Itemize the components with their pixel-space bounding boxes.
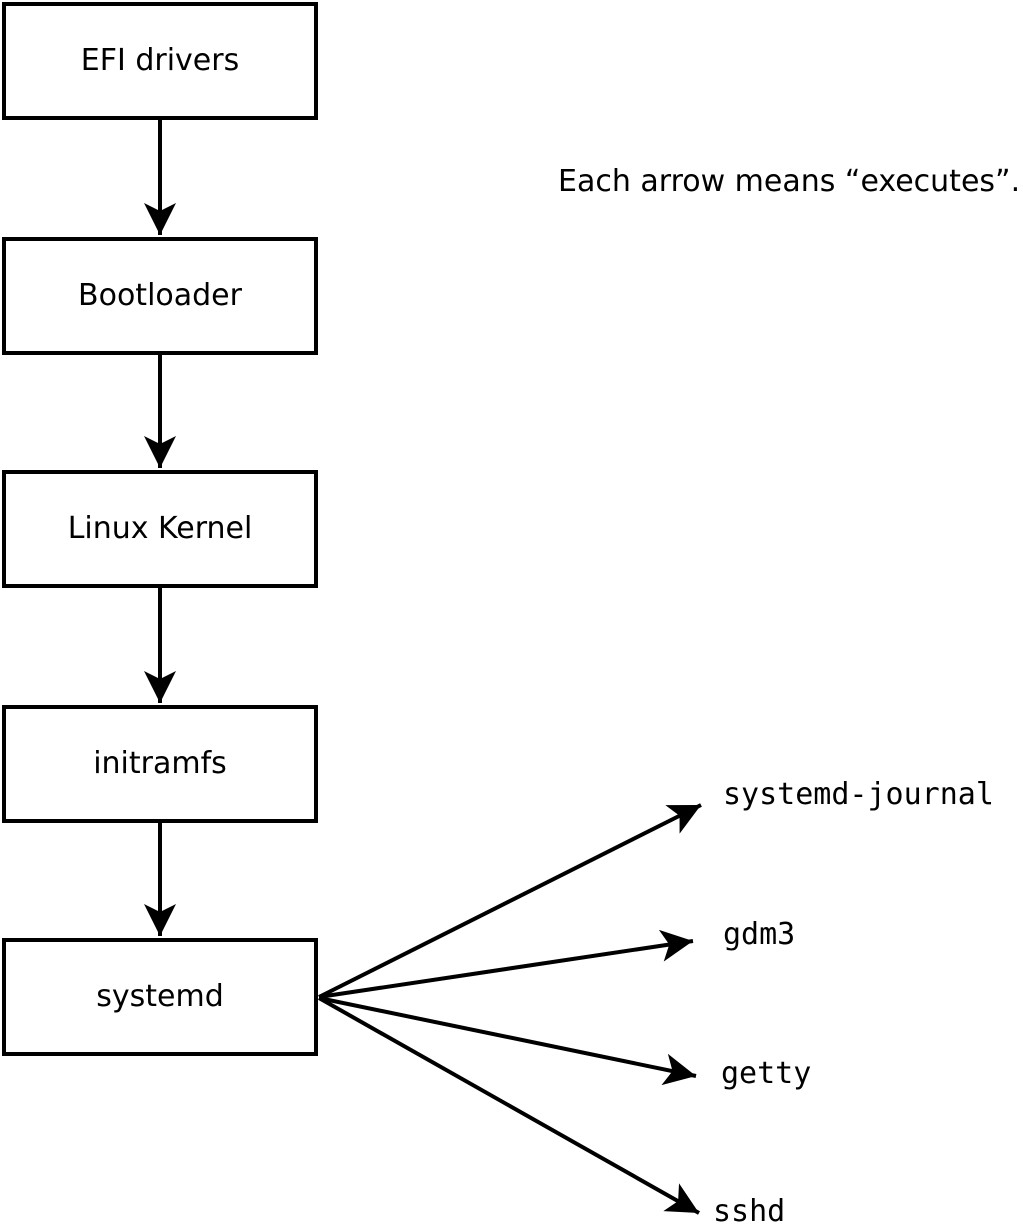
process-label-systemd-journal: systemd-journal — [723, 777, 994, 812]
box-label: EFI drivers — [80, 43, 240, 78]
flow-box-initramfs: initramfs — [2, 705, 318, 823]
flow-box-linux-kernel: Linux Kernel — [2, 470, 318, 588]
process-label-sshd: sshd — [713, 1194, 786, 1229]
flow-box-efi-drivers: EFI drivers — [2, 2, 318, 120]
box-label: Bootloader — [78, 278, 242, 313]
process-label-gdm3: gdm3 — [723, 917, 796, 952]
process-label-getty: getty — [721, 1056, 812, 1091]
spawn-arrow-getty — [318, 996, 697, 1086]
spawn-arrow-gdm3 — [318, 929, 694, 999]
spawn-arrow-sshd — [318, 996, 700, 1215]
box-label: systemd — [96, 979, 224, 1014]
caption: Each arrow means “executes”. — [558, 164, 1021, 199]
flow-box-bootloader: Bootloader — [2, 237, 318, 355]
box-label: initramfs — [93, 746, 227, 781]
box-label: Linux Kernel — [67, 511, 253, 546]
flow-box-systemd: systemd — [2, 938, 318, 1056]
spawn-arrow-systemd-journal — [318, 803, 702, 999]
